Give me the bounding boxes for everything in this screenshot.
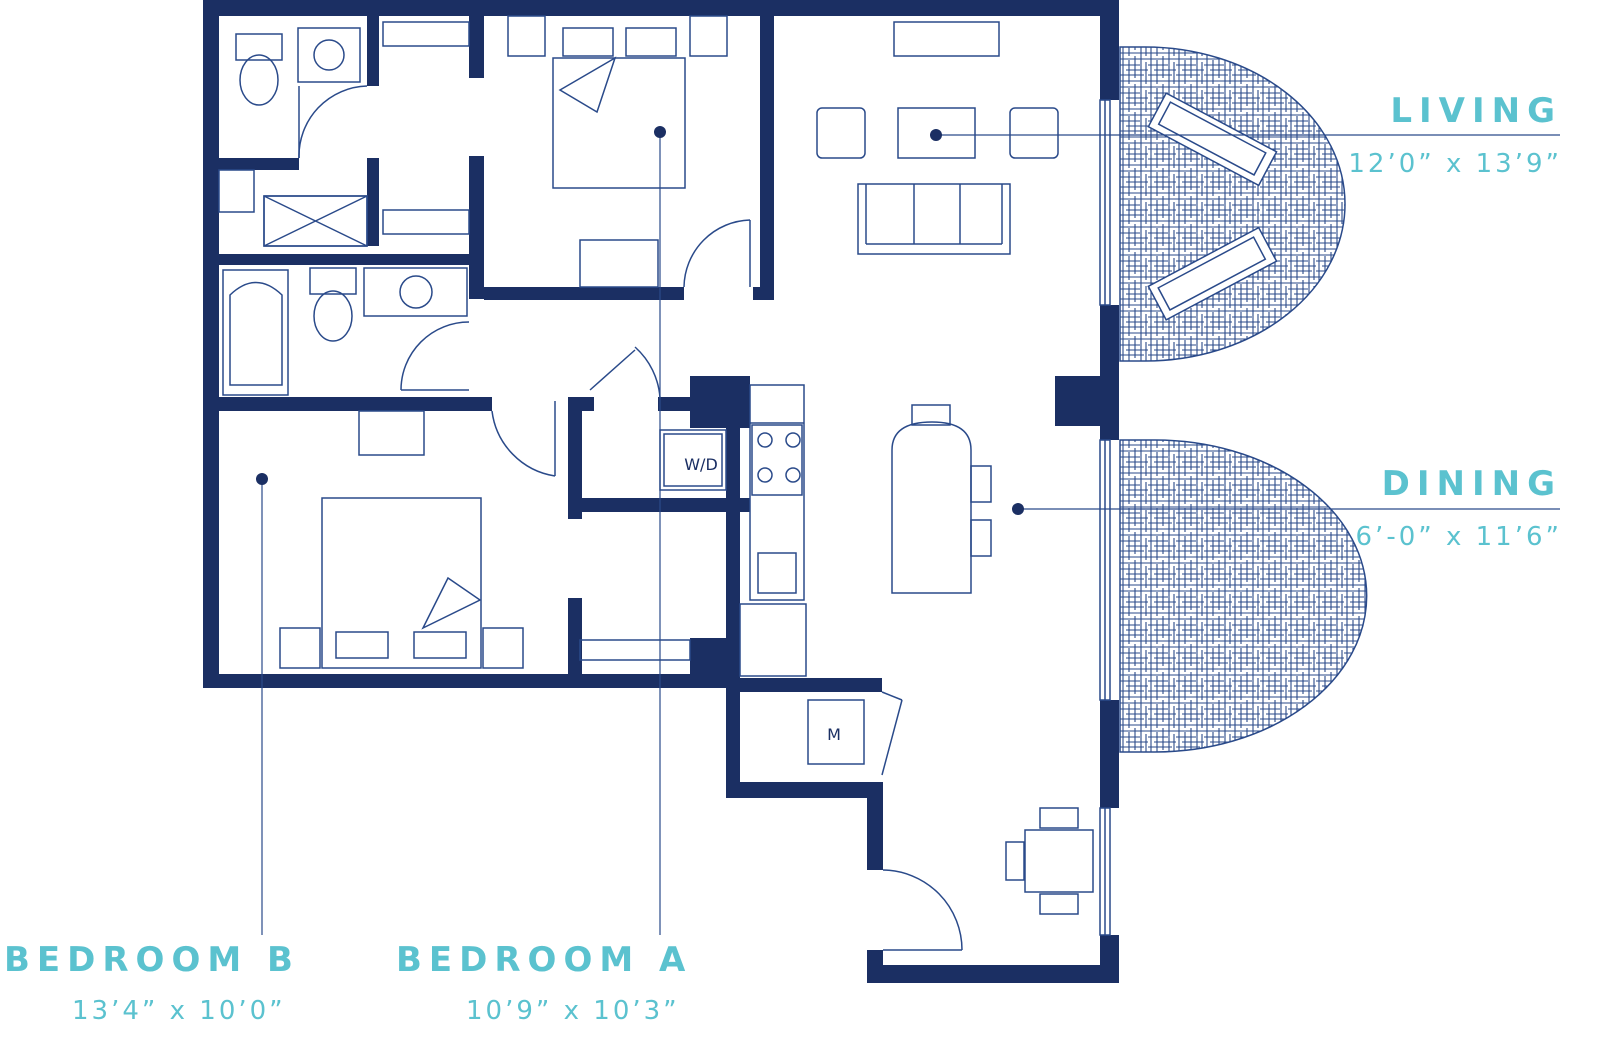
living-dimensions: 12’0” x 13’9” <box>1348 149 1562 179</box>
bedroom-b-dimensions: 13’4” x 10’0” <box>72 996 286 1026</box>
bedroom-b-title: BEDROOM B <box>4 940 300 980</box>
bedroom-a-furniture <box>507 15 728 288</box>
dining-dot <box>1012 503 1024 515</box>
windows <box>382 21 1111 936</box>
living-balcony <box>1119 46 1346 362</box>
living-furniture <box>816 21 1059 255</box>
kitchen <box>659 384 865 765</box>
walls <box>203 0 1119 983</box>
mechanical-label: M <box>827 725 841 744</box>
bedroom-b-furniture <box>279 410 524 669</box>
lounge-chair <box>1147 92 1278 187</box>
fixture-labels: W/D M <box>684 455 841 744</box>
living-dot <box>930 129 942 141</box>
bedroom-a-dot <box>654 126 666 138</box>
dining-furniture <box>891 404 1094 915</box>
bedroom-b-dot <box>256 473 268 485</box>
doors <box>298 85 963 951</box>
dining-title: DINING <box>1381 464 1562 504</box>
dining-balcony <box>1119 439 1368 753</box>
bedroom-a-title: BEDROOM A <box>396 940 693 980</box>
lounge-chair <box>1147 226 1278 321</box>
washer-dryer-label: W/D <box>684 455 718 474</box>
bathroom-fixtures <box>218 27 468 396</box>
dining-dimensions: 6’-0” x 11’6” <box>1355 522 1562 552</box>
balconies <box>1119 46 1368 753</box>
leader-lines <box>261 132 1560 935</box>
bedroom-a-dimensions: 10’9” x 10’3” <box>466 996 680 1026</box>
living-title: LIVING <box>1390 91 1562 131</box>
leader-dots <box>256 126 1024 515</box>
